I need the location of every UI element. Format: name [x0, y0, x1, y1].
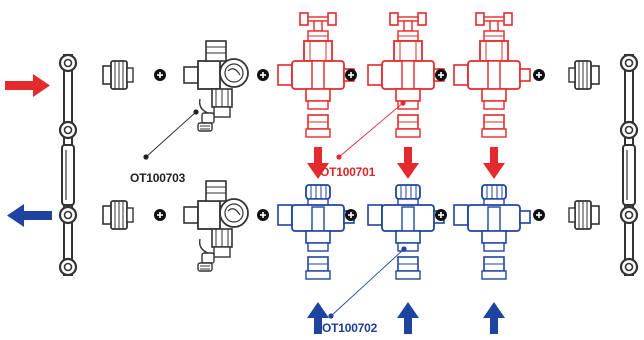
arrow-down-icon [483, 147, 505, 179]
supply-valve-1 [277, 12, 355, 138]
top-pump-group [183, 40, 249, 132]
left-manifold-bar [58, 53, 78, 277]
bottom-right-connector [568, 200, 600, 230]
plus-icon [344, 68, 358, 82]
plus-icon [532, 68, 546, 82]
arrow-up-icon [397, 302, 419, 334]
plus-icon [434, 208, 448, 222]
bottom-pump-group [183, 180, 249, 272]
return-valve-1 [277, 184, 355, 280]
top-left-connector [102, 60, 134, 90]
plus-icon [532, 208, 546, 222]
plus-icon [256, 208, 270, 222]
plus-icon [153, 68, 167, 82]
arrow-up-icon [483, 302, 505, 334]
arrow-down-icon [397, 147, 419, 179]
return-valve-3 [453, 184, 531, 280]
leader-return-valve [328, 246, 407, 319]
top-right-connector [568, 60, 600, 90]
plus-icon [256, 68, 270, 82]
arrow-left-icon [7, 204, 52, 227]
leader-pump-group [143, 109, 199, 160]
return-valve-2 [367, 184, 445, 280]
supply-valve-2 [367, 12, 445, 138]
leader-supply-valve [336, 100, 406, 160]
pump-group-code-label: OT100703 [130, 171, 186, 185]
plus-icon [153, 208, 167, 222]
supply-valve-code-label: OT100701 [320, 165, 376, 179]
bottom-left-connector [102, 200, 134, 230]
arrow-right-icon [5, 74, 50, 97]
plus-icon [344, 208, 358, 222]
plus-icon [434, 68, 448, 82]
right-manifold-bar [619, 53, 639, 277]
return-valve-code-label: OT100702 [322, 321, 378, 335]
supply-valve-3 [453, 12, 531, 138]
